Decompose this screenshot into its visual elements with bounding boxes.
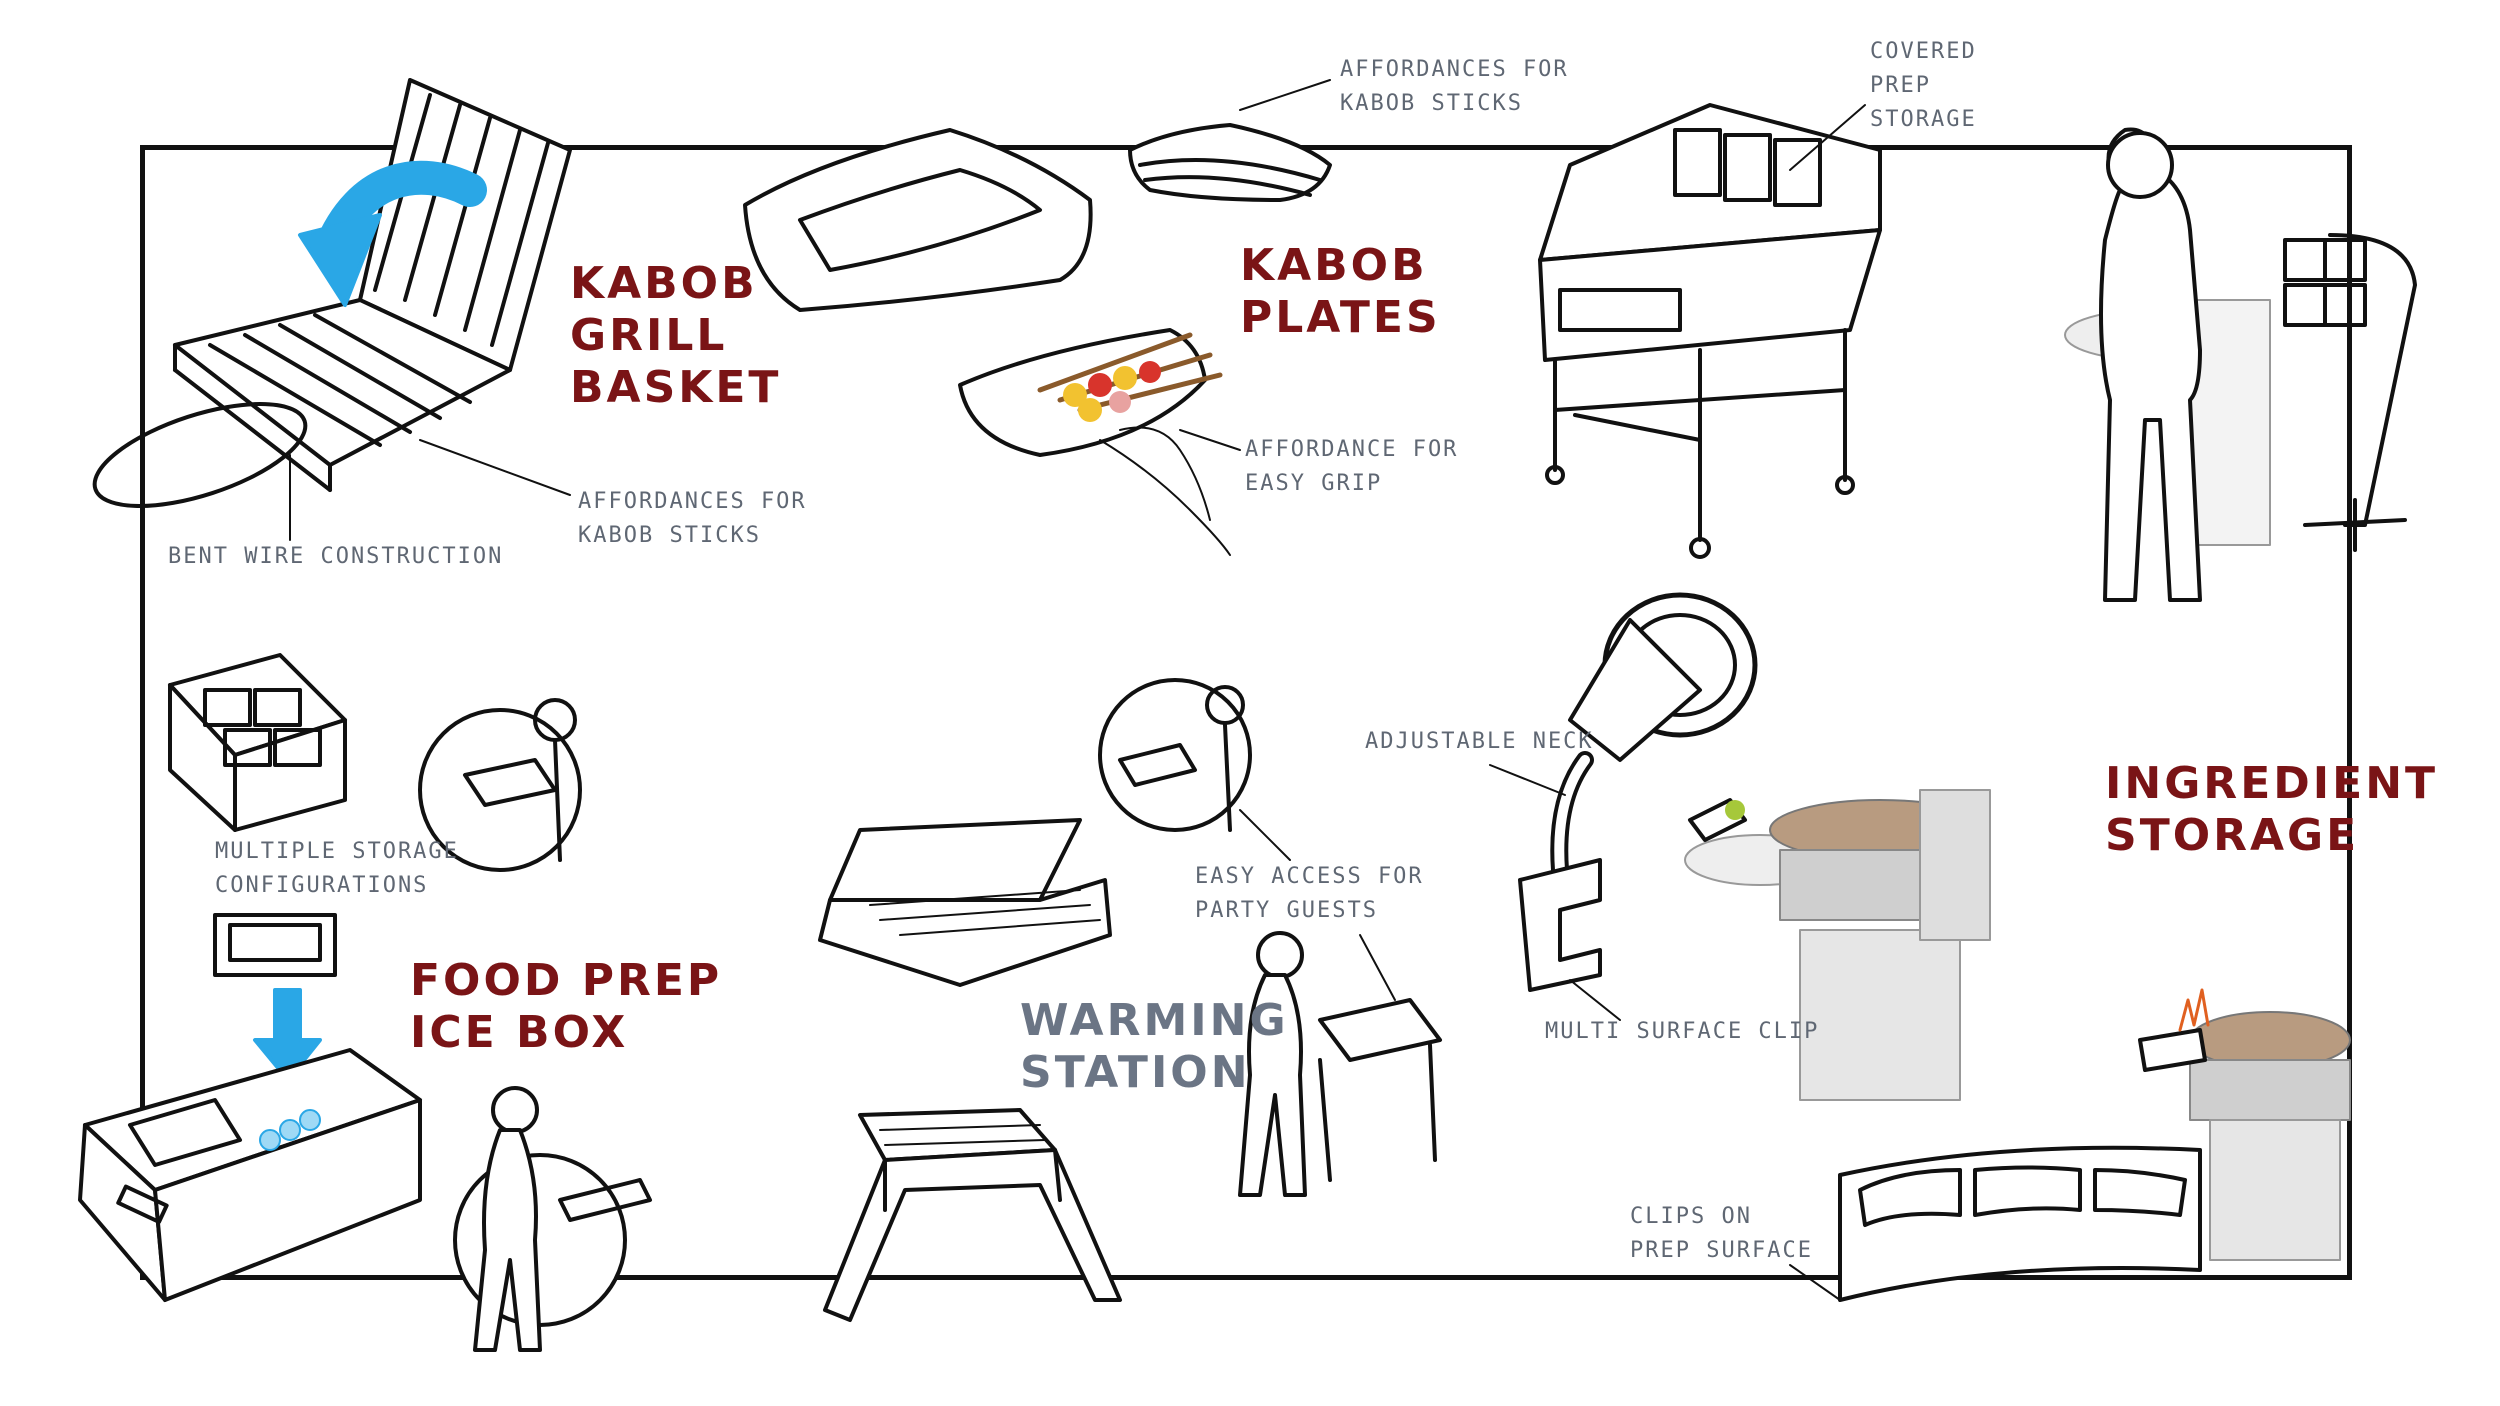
annotation-plate-sticks: AFFORDANCES FOR KABOB STICKS: [1340, 57, 1569, 116]
annotation-storage-config: MULTIPLE STORAGE CONFIGURATIONS: [215, 839, 459, 898]
annotation-basket-sticks: AFFORDANCES FOR KABOB STICKS: [578, 489, 807, 548]
kabob-plates-sketch: [745, 80, 1330, 555]
person-with-grill-sketch: [2065, 130, 2415, 601]
title-kabob-grill-basket: KABOB GRILL BASKET: [570, 258, 782, 413]
warming-station-sketch: [820, 680, 1440, 1320]
annotation-bent-wire: BENT WIRE CONSTRUCTION: [168, 544, 504, 569]
kabob-grill-basket-sketch: [83, 80, 570, 540]
annotation-prep-clips: CLIPS ON PREP SURFACE: [1630, 1204, 1813, 1263]
title-food-prep-ice-box: FOOD PREP ICE BOX: [410, 955, 723, 1058]
annotation-party-guests: EASY ACCESS FOR PARTY GUESTS: [1195, 864, 1424, 923]
title-warming-station: WARMING STATION: [1020, 995, 1289, 1098]
annotation-easy-grip: AFFORDANCE FOR EASY GRIP: [1245, 437, 1459, 496]
covered-prep-cart-sketch: [1540, 105, 1880, 557]
annotation-adjustable-neck: ADJUSTABLE NECK: [1365, 729, 1594, 754]
food-prep-ice-box-sketch: [80, 655, 650, 1350]
title-kabob-plates: KABOB PLATES: [1240, 240, 1441, 343]
annotation-multi-clip: MULTI SURFACE CLIP: [1545, 1019, 1820, 1044]
annotation-covered-prep: COVERED PREP STORAGE: [1870, 39, 1977, 132]
ingredient-storage-sketch: [1490, 595, 2350, 1300]
title-ingredient-storage: INGREDIENT STORAGE: [2105, 758, 2439, 861]
